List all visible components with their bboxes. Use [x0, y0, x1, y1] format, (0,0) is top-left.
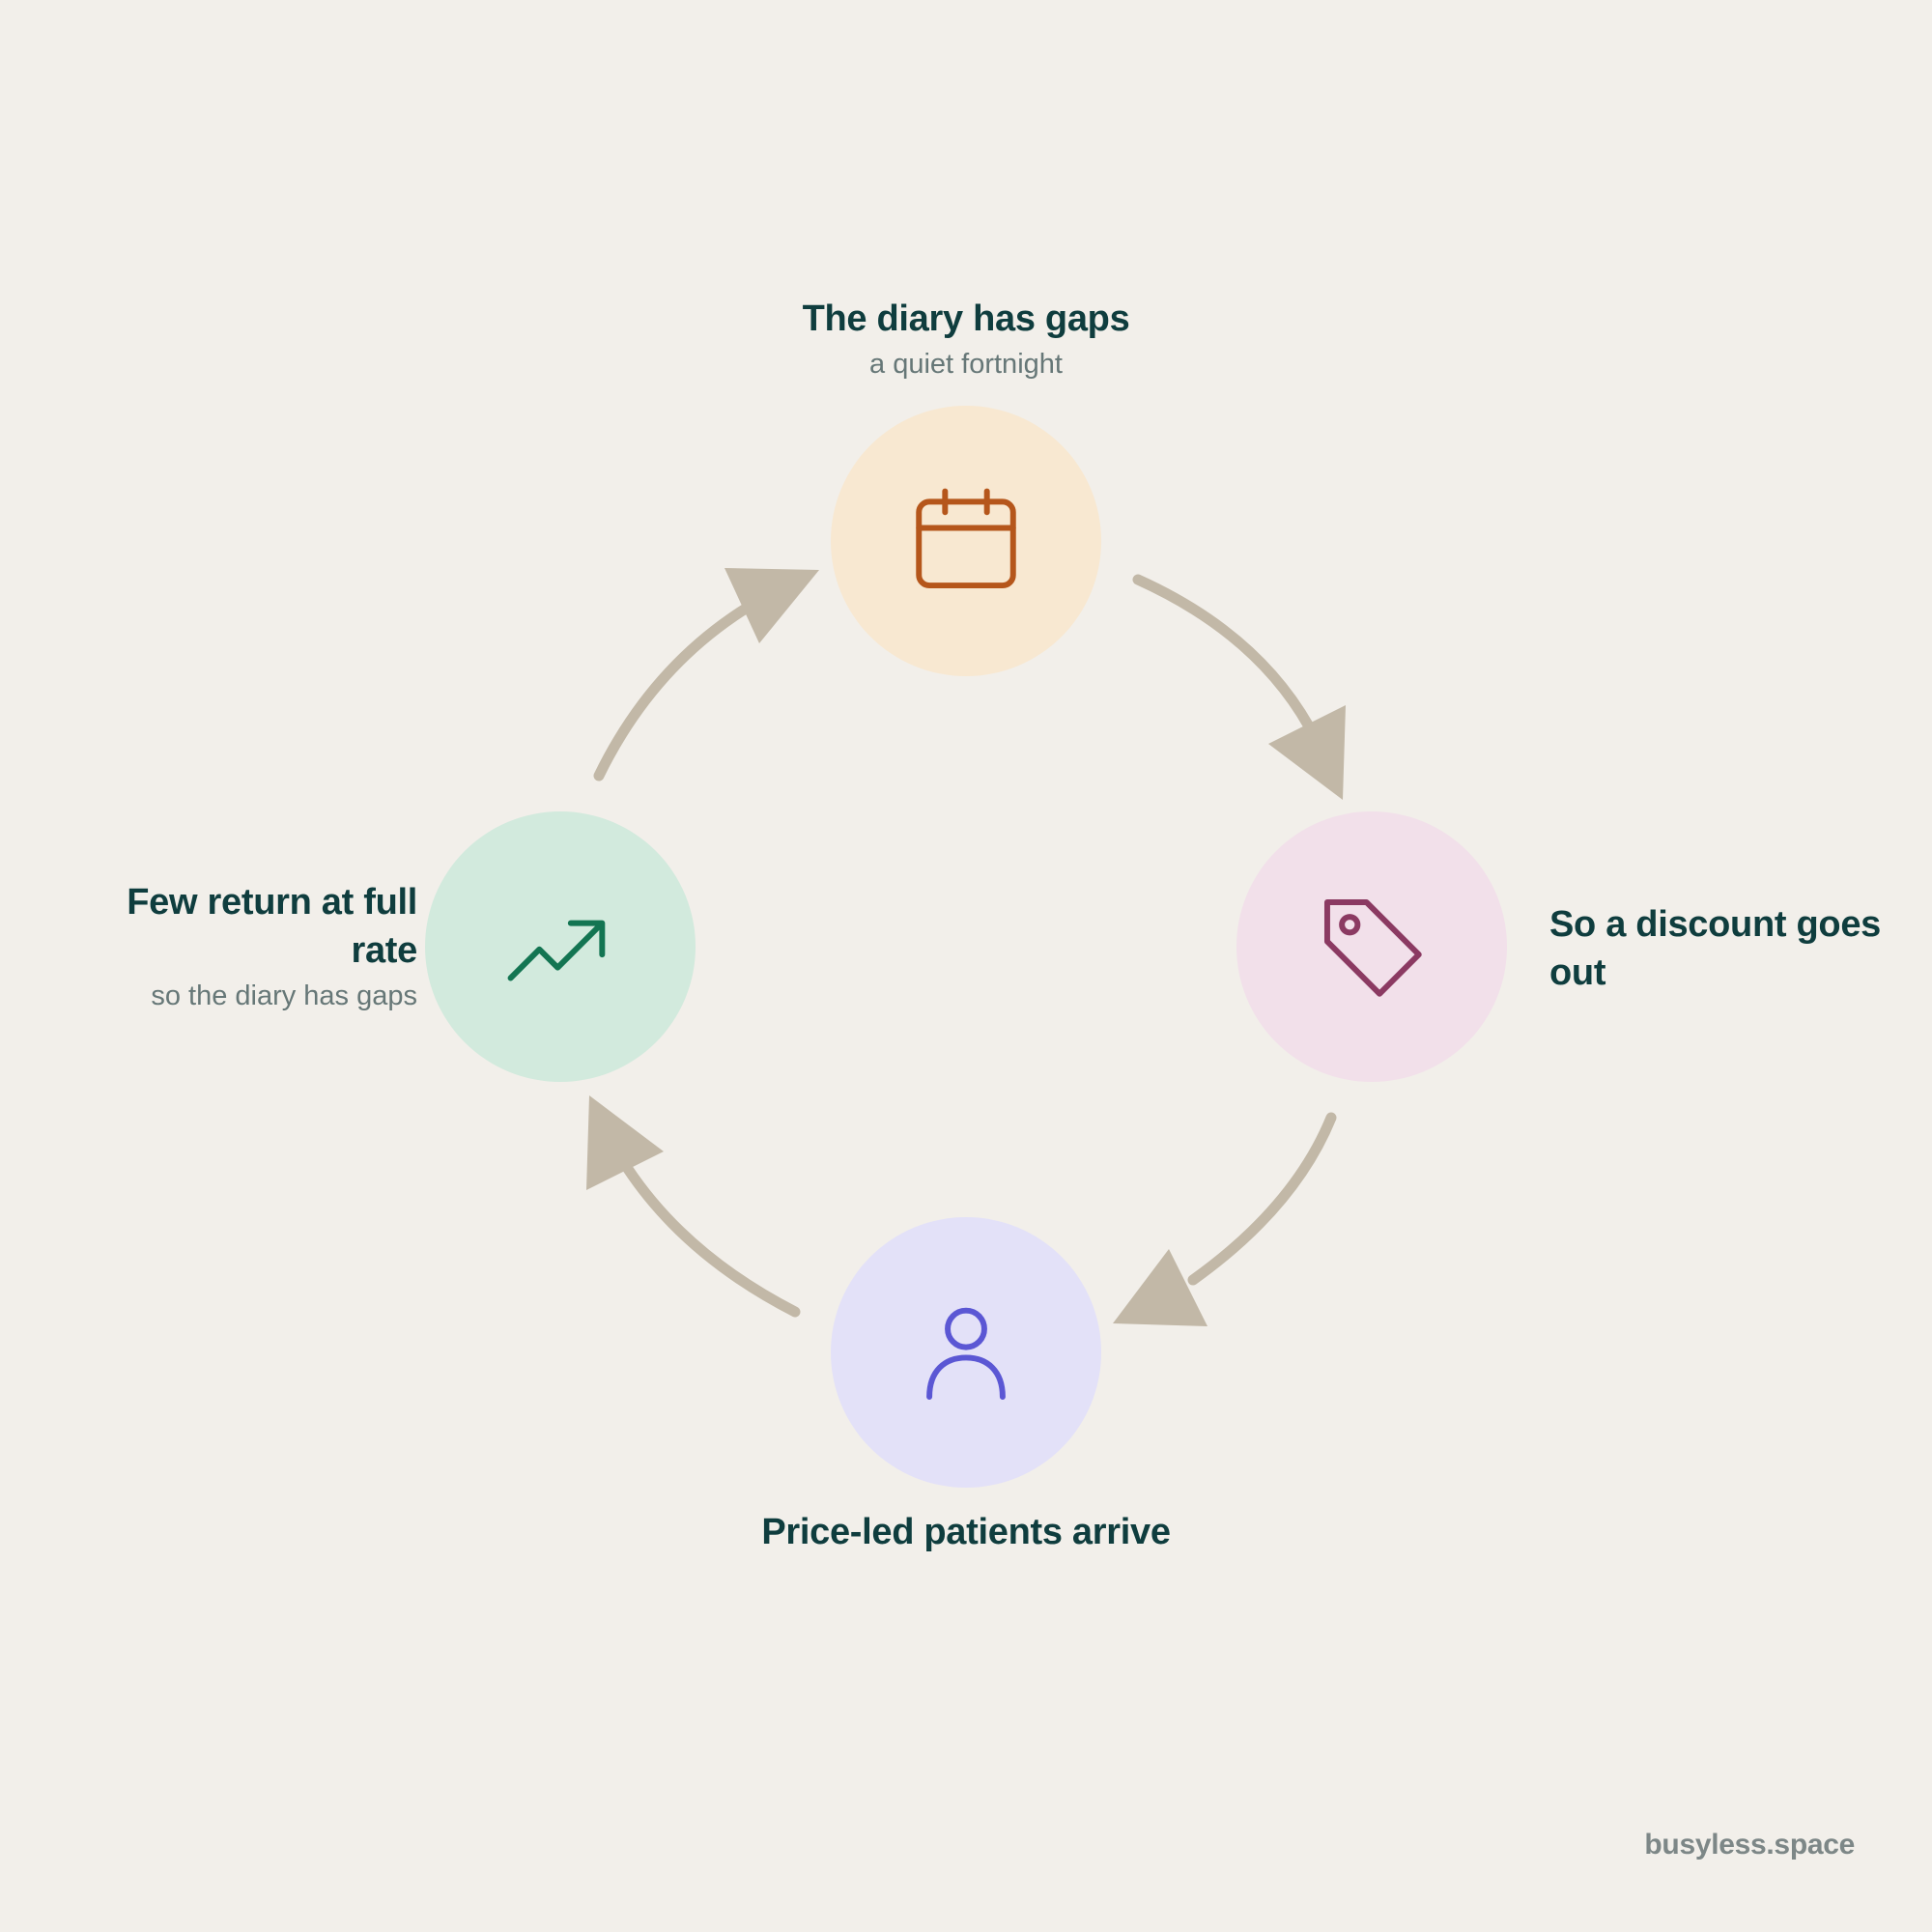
step-subtitle: a quiet fortnight — [869, 349, 1063, 380]
step-title: Price-led patients arrive — [761, 1512, 1171, 1552]
node-patients — [831, 1217, 1101, 1488]
step-title: So a discount goes out — [1549, 904, 1881, 993]
step-title: The diary has gaps — [802, 298, 1130, 339]
arrow-patients-to-return — [622, 1163, 801, 1318]
label-diary-gaps: The diary has gaps a quiet fortnight — [676, 295, 1256, 384]
arrowhead-discount — [1268, 705, 1346, 800]
arrowhead-gaps — [724, 568, 819, 643]
tag-icon — [1323, 898, 1422, 997]
user-icon — [926, 1307, 1006, 1401]
arrowhead-patients — [1113, 1249, 1208, 1326]
step-title: Few return at full rate — [127, 882, 417, 971]
brand-watermark: busyless.space — [1644, 1829, 1855, 1861]
label-return: Few return at full rate so the diary has… — [79, 878, 417, 1015]
label-patients: Price-led patients arrive — [753, 1508, 1179, 1556]
calendar-icon — [916, 488, 1016, 589]
node-diary-gaps — [831, 406, 1101, 676]
trending-up-icon — [507, 920, 606, 981]
arrow-gaps-to-discount — [1132, 574, 1315, 732]
node-return — [425, 811, 696, 1082]
arrowhead-return — [586, 1095, 664, 1190]
label-discount: So a discount goes out — [1549, 900, 1917, 997]
node-discount — [1236, 811, 1507, 1082]
arrow-discount-to-patients — [1187, 1112, 1337, 1286]
step-subtitle: so the diary has gaps — [151, 980, 417, 1011]
arrow-return-to-gaps — [593, 601, 754, 781]
